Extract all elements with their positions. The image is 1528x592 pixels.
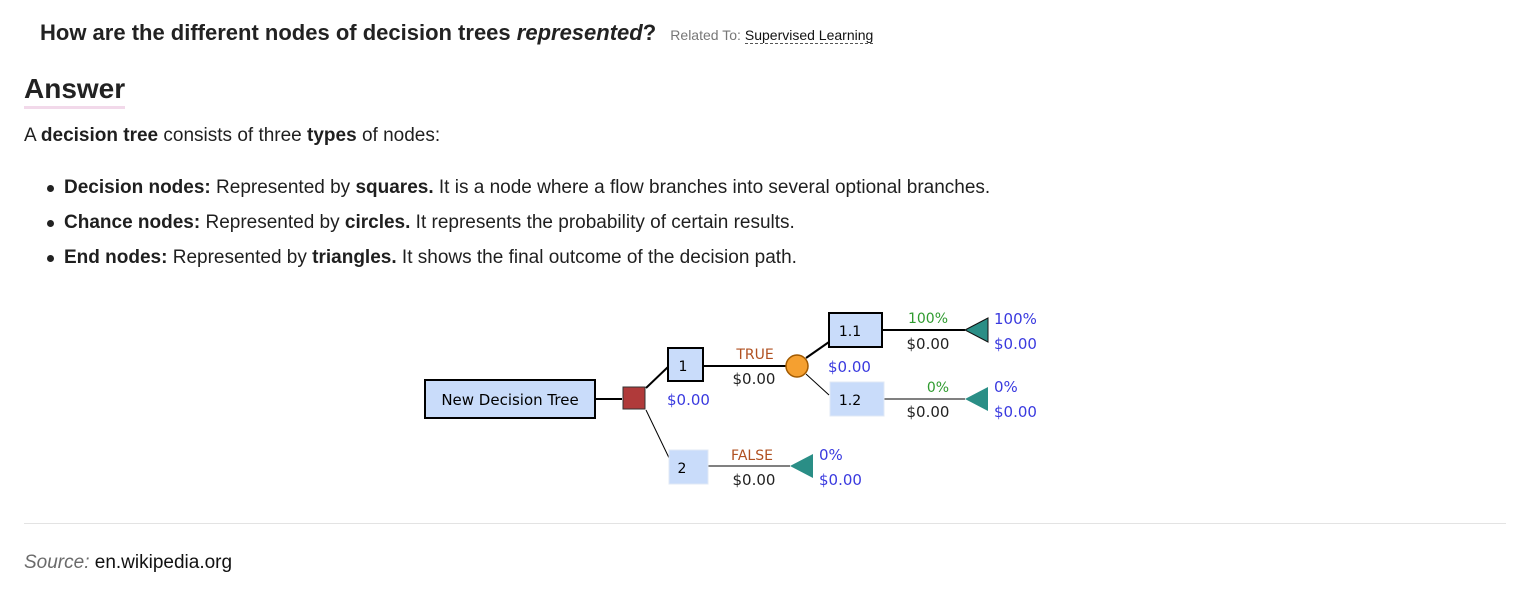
source-line: Source: en.wikipedia.org [24, 552, 232, 574]
answer-intro: A decision tree consists of three types … [24, 125, 440, 147]
list-item-text: Represented by [167, 247, 313, 268]
node-1-2-payoff: $0.00 [907, 403, 950, 421]
chance-node-circle [785, 354, 809, 378]
node-1-2-prob: 0% [927, 380, 949, 396]
node-1-2 [829, 381, 885, 417]
node-types-list: Decision nodes: Represented by squares. … [0, 170, 990, 275]
node-1-1-payoff: $0.00 [907, 335, 950, 353]
source-label: Source: [24, 552, 90, 573]
list-item-text: It shows the final outcome of the decisi… [396, 247, 797, 268]
end-1-1-value: $0.00 [994, 335, 1037, 353]
question-mark: ? [642, 20, 657, 45]
end-node-triangle-2 [790, 454, 813, 478]
list-item-shape: triangles. [312, 247, 397, 268]
node-2 [668, 449, 709, 485]
end-1-2-prob: 0% [994, 378, 1018, 396]
node-1-1 [828, 312, 883, 348]
list-item-text: Represented by [200, 212, 345, 233]
intro-text: A [24, 125, 41, 146]
end-1-2-value: $0.00 [994, 403, 1037, 421]
end-2-prob: 0% [819, 446, 843, 464]
node-1-2-label: 1.2 [839, 393, 861, 409]
source-link[interactable]: en.wikipedia.org [94, 552, 233, 573]
node-1-value: $0.00 [667, 391, 710, 409]
decision-tree-diagram: New Decision Tree 1 $0.00 TRUE $0.00 1.1… [424, 310, 1037, 489]
node-1-1-value: $0.00 [828, 358, 871, 376]
related-topic-link[interactable]: Supervised Learning [744, 27, 874, 44]
true-branch-label: TRUE [735, 347, 773, 363]
question-emphasis: represented [516, 20, 643, 45]
list-item-text: It is a node where a flow branches into … [433, 177, 991, 198]
question-text: How are the different nodes of decision … [40, 20, 517, 45]
list-item-decision-nodes: Decision nodes: Represented by squares. … [46, 170, 991, 205]
root-node [424, 379, 596, 419]
intro-bold-term: types [307, 125, 357, 146]
list-item-shape: squares. [355, 177, 434, 198]
node-1-1-label: 1.1 [839, 324, 861, 340]
end-node-triangle-1-1 [963, 317, 989, 343]
node-1-1-prob: 100% [908, 311, 948, 327]
list-item-term: Chance nodes: [64, 212, 201, 233]
list-item-end-nodes: End nodes: Represented by triangles. It … [46, 240, 990, 275]
true-branch-value: $0.00 [733, 370, 776, 388]
decision-node-square [622, 386, 646, 410]
answer-heading: Answer [24, 72, 126, 109]
false-branch-label: FALSE [731, 448, 773, 464]
intro-text: of nodes: [356, 125, 441, 146]
node-1 [667, 347, 704, 382]
end-2-value: $0.00 [819, 471, 862, 489]
list-item-term: Decision nodes: [64, 177, 211, 198]
node-1-label: 1 [679, 359, 688, 375]
intro-text: consists of three [158, 125, 308, 146]
list-item-text: It represents the probability of certain… [410, 212, 795, 233]
question-title: How are the different nodes of decision … [40, 20, 874, 46]
list-item-term: End nodes: [64, 247, 168, 268]
node-2-label: 2 [678, 461, 687, 477]
list-item-shape: circles. [344, 212, 411, 233]
related-label: Related To: [670, 27, 741, 43]
tree-connectors [595, 329, 965, 467]
list-item-text: Represented by [210, 177, 356, 198]
section-divider [24, 523, 1506, 524]
intro-bold-term: decision tree [40, 125, 159, 146]
end-1-1-prob: 100% [994, 310, 1037, 328]
list-item-chance-nodes: Chance nodes: Represented by circles. It… [46, 205, 990, 240]
false-branch-value: $0.00 [733, 471, 776, 489]
end-node-triangle-1-2 [965, 387, 988, 411]
root-node-label: New Decision Tree [441, 391, 578, 409]
